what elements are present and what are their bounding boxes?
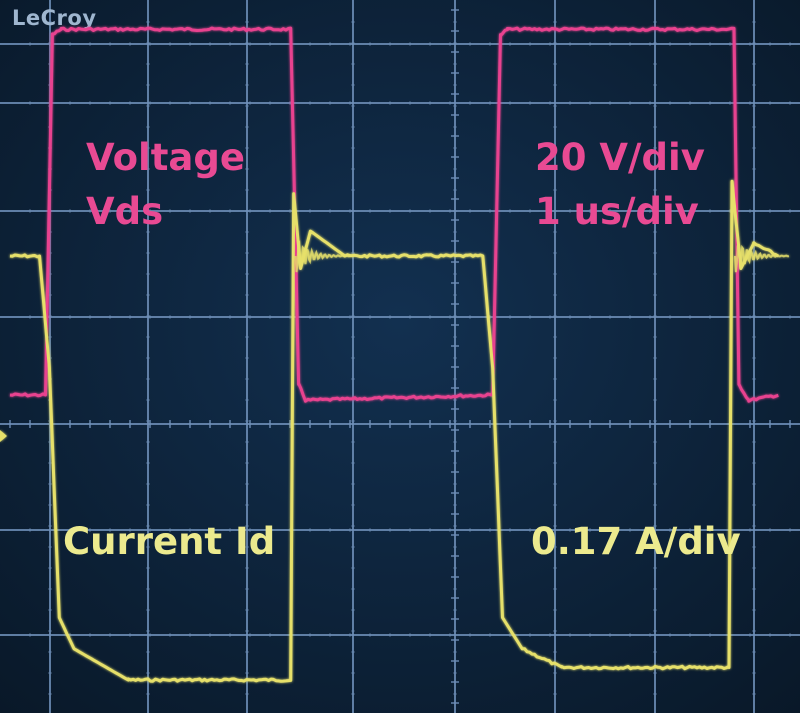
channel-ground-marker [0,430,7,442]
current-scale-label: 0.17 A/div [531,520,741,563]
voltage-scale-label: 20 V/div [535,136,705,179]
waveform-traces [0,26,790,683]
time-scale-label: 1 us/div [535,190,699,233]
voltage-label-line2: Vds [86,190,163,233]
current-trace [9,179,780,683]
brand-logo: LeCroy [12,6,97,30]
current-ringing-2 [734,243,790,273]
voltage-label-line1: Voltage [86,136,245,179]
voltage-trace [9,26,779,403]
current-ringing-1 [294,240,350,273]
current-name-label: Current Id [63,520,275,563]
